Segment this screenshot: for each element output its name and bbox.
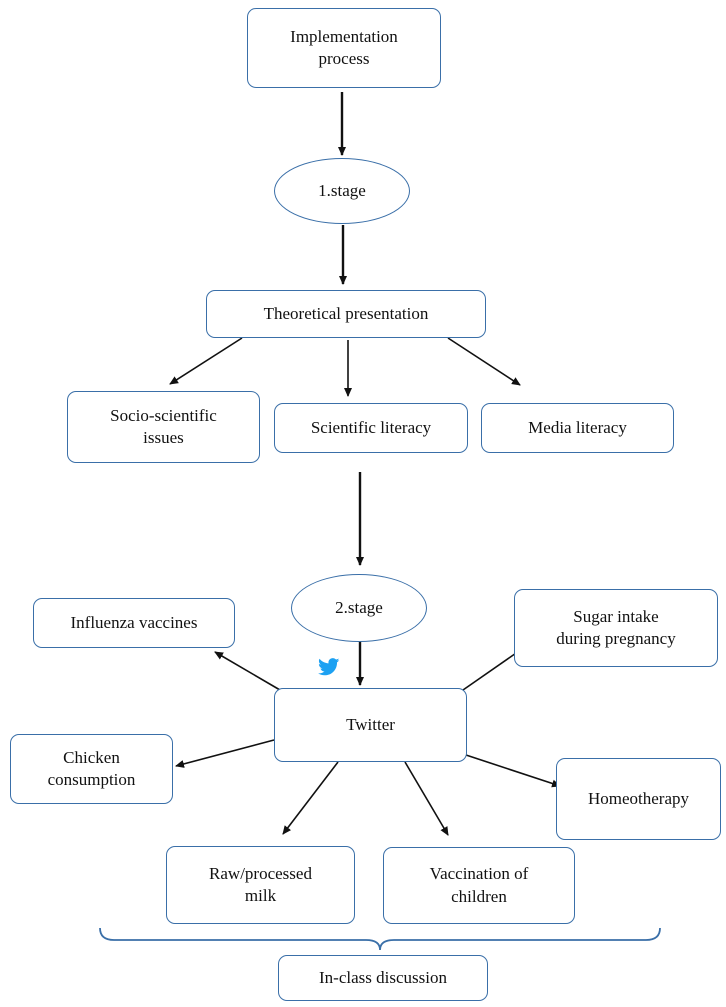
theoretical-presentation-box: Theoretical presentation — [206, 290, 486, 338]
arrow-twitter-to-homeotherapy — [465, 754, 561, 788]
vaccination-of-children-box: Vaccination of children — [383, 847, 575, 924]
arrow-theoretical-to-socio — [169, 337, 243, 385]
implementation-process-label: Implementation process — [290, 26, 398, 68]
sugar-intake-box: Sugar intake during pregnancy — [514, 589, 718, 667]
influenza-vaccines-label: Influenza vaccines — [70, 612, 198, 632]
stage1-oval: 1.stage — [274, 158, 410, 224]
media-literacy-label: Media literacy — [528, 417, 627, 437]
arrow-twitter-to-chicken — [175, 739, 275, 768]
chicken-consumption-label: Chicken consumption — [47, 747, 136, 789]
arrow-twitter-to-influenza — [214, 651, 281, 691]
stage2-oval: 2.stage — [291, 574, 427, 642]
raw-processed-milk-box: Raw/processed milk — [166, 846, 355, 924]
theoretical-presentation-label: Theoretical presentation — [263, 303, 429, 323]
raw-processed-milk-label: Raw/processed milk — [209, 863, 312, 905]
twitter-box: Twitter — [274, 688, 467, 762]
homeotherapy-box: Homeotherapy — [556, 758, 721, 840]
discussion-bracket — [99, 927, 661, 951]
twitter-bird-icon — [318, 658, 340, 676]
sugar-intake-label: Sugar intake during pregnancy — [556, 606, 676, 648]
arrow-twitter-to-milk — [282, 761, 339, 835]
vaccination-of-children-label: Vaccination of children — [429, 864, 529, 906]
in-class-discussion-label: In-class discussion — [319, 967, 447, 987]
scientific-literacy-box: Scientific literacy — [274, 403, 468, 453]
twitter-label: Twitter — [346, 714, 395, 734]
socio-scientific-issues-label: Socio-scientific issues — [110, 405, 217, 447]
socio-scientific-issues-box: Socio-scientific issues — [67, 391, 260, 463]
in-class-discussion-box: In-class discussion — [278, 955, 488, 1001]
media-literacy-box: Media literacy — [481, 403, 674, 453]
homeotherapy-label: Homeotherapy — [587, 788, 690, 808]
scientific-literacy-label: Scientific literacy — [310, 417, 432, 437]
arrow-theoretical-to-media — [447, 337, 521, 386]
stage2-label: 2.stage — [335, 598, 383, 617]
influenza-vaccines-box: Influenza vaccines — [33, 598, 235, 648]
arrow-twitter-to-vaccination — [404, 761, 449, 836]
stage1-label: 1.stage — [318, 181, 366, 200]
chicken-consumption-box: Chicken consumption — [10, 734, 173, 804]
implementation-process-box: Implementation process — [247, 8, 441, 88]
